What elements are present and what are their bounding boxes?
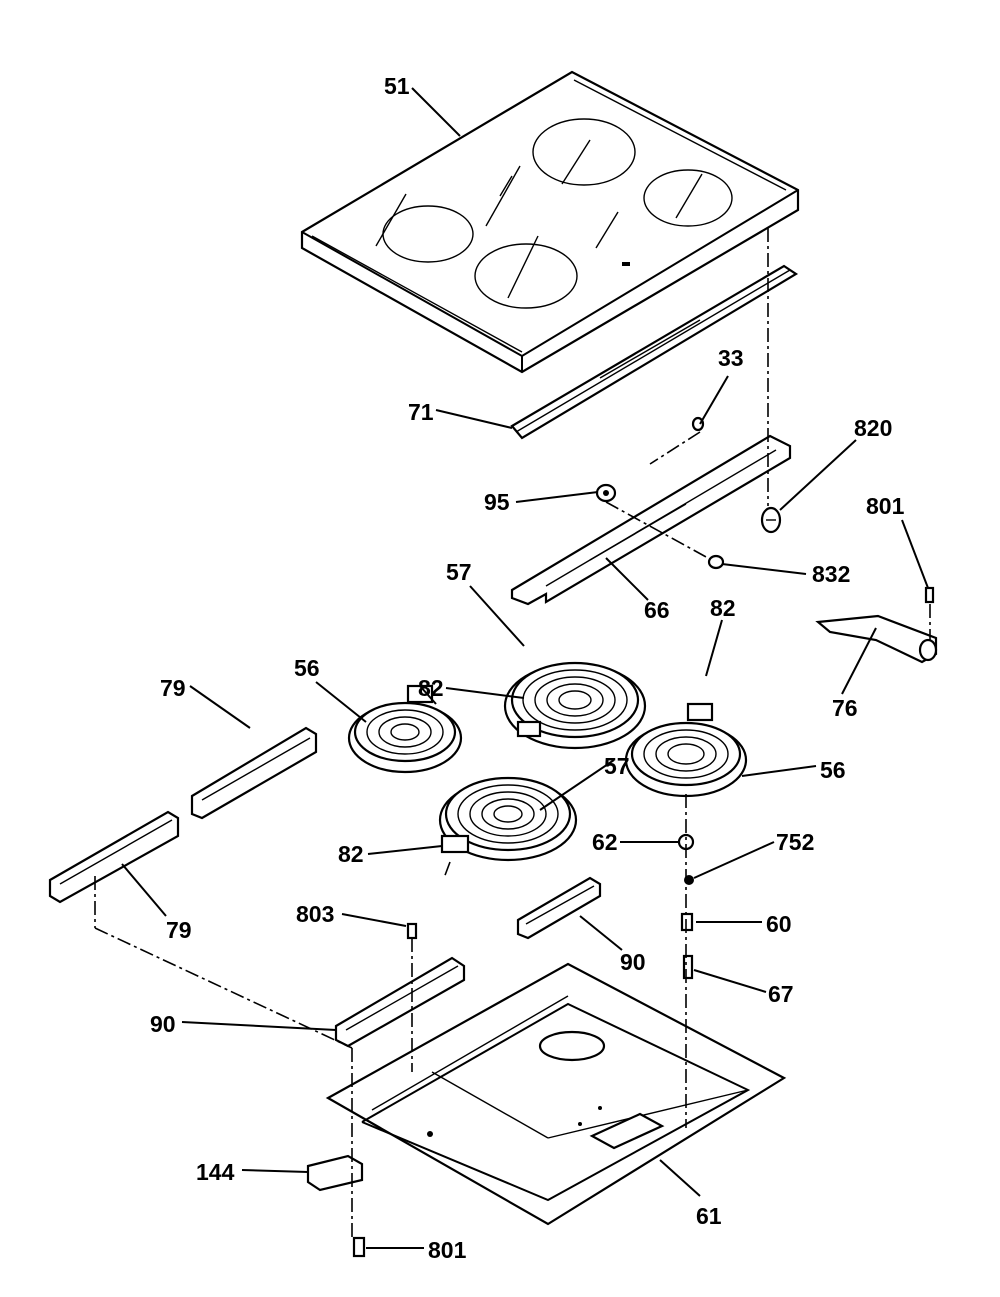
part-label-752: 752 bbox=[776, 829, 814, 855]
part-label-801-top: 801 bbox=[866, 493, 905, 519]
part-label-76: 76 bbox=[832, 695, 858, 721]
leader-lines bbox=[121, 87, 929, 1249]
part-label-801-bottom: 801 bbox=[428, 1237, 467, 1263]
part-label-95: 95 bbox=[484, 489, 510, 515]
part-label-82-left: 82 bbox=[338, 841, 364, 867]
part-label-33: 33 bbox=[718, 345, 744, 371]
screw-801-top-part bbox=[924, 586, 935, 604]
part-label-61: 61 bbox=[696, 1203, 722, 1229]
bracket-part bbox=[510, 434, 792, 606]
part-label-82-top: 82 bbox=[418, 675, 444, 701]
part-label-66: 66 bbox=[644, 597, 670, 623]
bracket-76-part bbox=[815, 614, 938, 664]
side-trim-79-upper bbox=[190, 726, 318, 820]
main-top-pan-part bbox=[325, 962, 787, 1226]
part-label-71: 71 bbox=[408, 399, 434, 425]
cooktop-glass-part bbox=[300, 70, 800, 374]
bracket-144-part bbox=[306, 1154, 364, 1192]
rail-90-left bbox=[334, 956, 466, 1048]
clip-95-part bbox=[595, 483, 617, 503]
screw-832-part bbox=[707, 554, 725, 570]
part-label-820: 820 bbox=[854, 415, 892, 441]
part-label-56-right: 56 bbox=[820, 757, 846, 783]
part-label-90-left: 90 bbox=[150, 1011, 176, 1037]
part-label-60: 60 bbox=[766, 911, 792, 937]
part-label-67: 67 bbox=[768, 981, 794, 1007]
part-label-56-left: 56 bbox=[294, 655, 320, 681]
part-label-62: 62 bbox=[592, 829, 618, 855]
part-label-79-top: 79 bbox=[160, 675, 186, 701]
surface-element-57-top bbox=[503, 661, 647, 750]
part-label-832: 832 bbox=[812, 561, 850, 587]
screw-803-part bbox=[406, 922, 418, 940]
part-label-51: 51 bbox=[384, 73, 410, 99]
side-trim-79-lower bbox=[48, 810, 180, 904]
surface-element-57-bottom bbox=[438, 776, 578, 862]
screw-801-bottom-part bbox=[352, 1236, 366, 1258]
screw-33-part bbox=[691, 416, 705, 432]
surface-element-56-right bbox=[624, 702, 748, 798]
part-label-90-right: 90 bbox=[620, 949, 646, 975]
spacer-60-part bbox=[680, 912, 694, 932]
part-label-57-top: 57 bbox=[446, 559, 472, 585]
part-label-82-right: 82 bbox=[710, 595, 736, 621]
part-label-57-bottom: 57 bbox=[604, 753, 630, 779]
part-label-803: 803 bbox=[296, 901, 334, 927]
bumper-820-part bbox=[760, 506, 782, 534]
part-label-79-bottom: 79 bbox=[166, 917, 192, 943]
surface-element-56-left bbox=[347, 684, 463, 774]
part-label-144: 144 bbox=[196, 1159, 235, 1185]
rail-90-right bbox=[516, 876, 602, 940]
bolt-67-part bbox=[682, 954, 694, 980]
front-trim-part bbox=[510, 264, 799, 440]
